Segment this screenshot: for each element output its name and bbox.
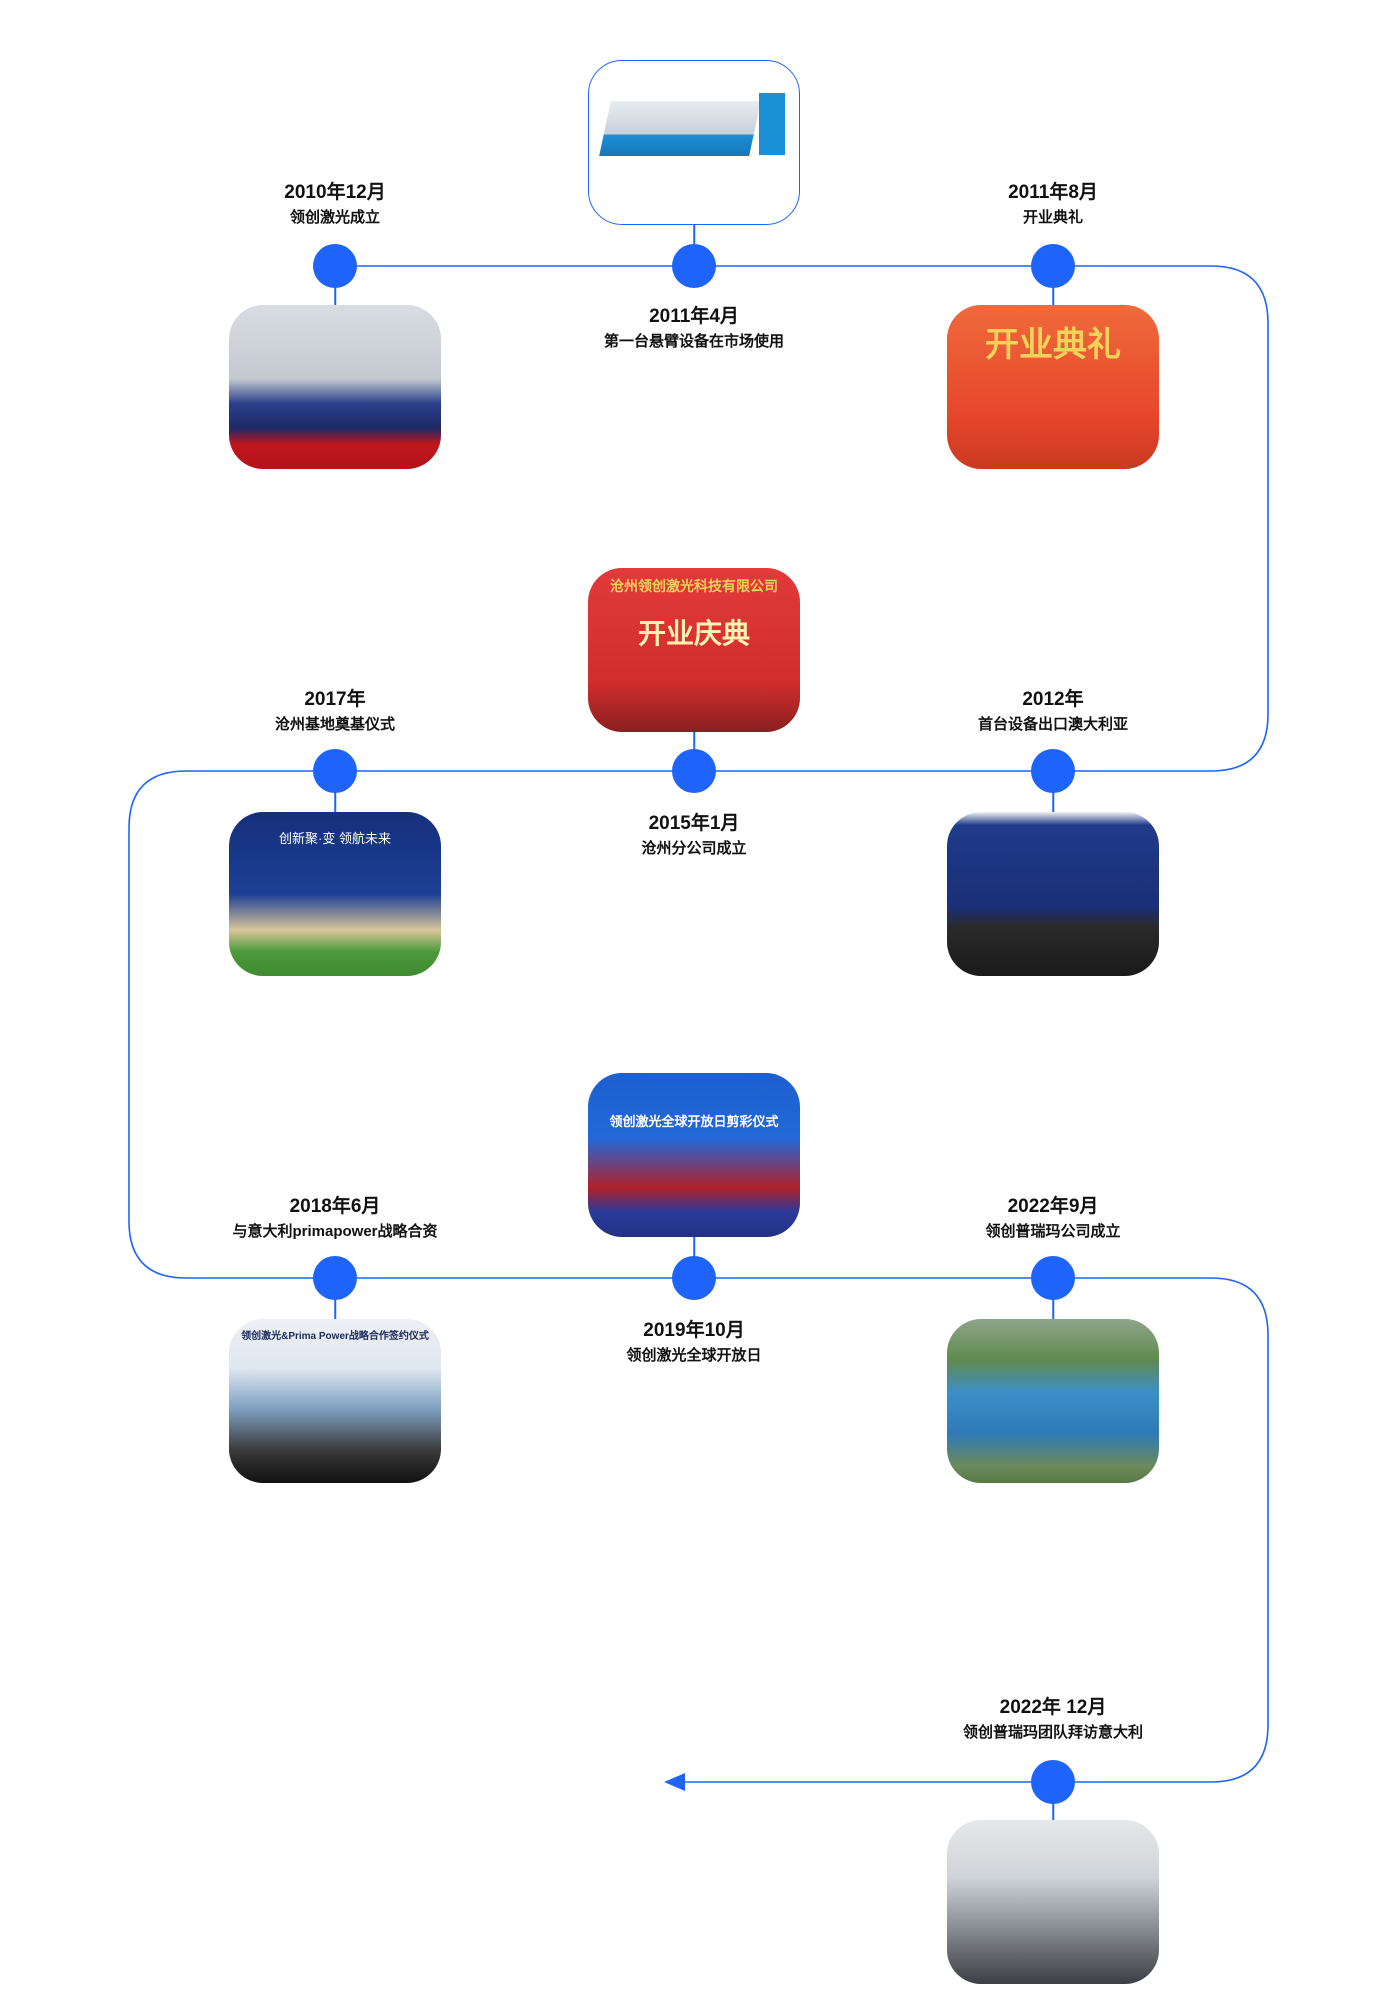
milestone-2022-09: 2022年9月 领创普瑞玛公司成立 (893, 1195, 1213, 1243)
milestone-date: 2017年 (304, 689, 366, 710)
milestone-2017: 2017年 沧州基地奠基仪式 (175, 688, 495, 736)
milestone-2018-06: 2018年6月 与意大利primapower战略合资 (175, 1195, 495, 1243)
timeline-dot (672, 244, 716, 288)
milestone-desc: 领创普瑞玛团队拜访意大利 (962, 1724, 1143, 1741)
photo-opening-ceremony: 开业典礼 (947, 305, 1159, 469)
milestone-date: 2012年 (1022, 689, 1084, 710)
photo-covered-truck (947, 812, 1159, 976)
milestone-desc: 第一台悬臂设备在市场使用 (603, 333, 784, 350)
milestone-2010-12: 2010年12月 领创激光成立 (175, 181, 495, 229)
milestone-date: 2011年4月 (649, 306, 739, 327)
milestone-2019-10: 2019年10月 领创激光全球开放日 (534, 1319, 854, 1367)
milestone-2015-01: 2015年1月 沧州分公司成立 (534, 812, 854, 860)
milestone-desc: 开业典礼 (1022, 209, 1083, 226)
timeline-dot (1031, 1760, 1075, 1804)
milestone-date: 2011年8月 (1008, 182, 1098, 203)
photo-groundbreaking: 创新聚·变 领航未来 (229, 812, 441, 976)
milestone-desc: 沧州分公司成立 (641, 840, 747, 857)
milestone-date: 2018年6月 (289, 1196, 381, 1217)
milestone-date: 2019年10月 (643, 1320, 745, 1341)
timeline-dot (672, 749, 716, 793)
timeline-dot (313, 1256, 357, 1300)
milestone-desc: 与意大利primapower战略合资 (232, 1223, 438, 1240)
timeline-dot (1031, 749, 1075, 793)
timeline-dot (672, 1256, 716, 1300)
photo-signing-ceremony: 领创激光&Prima Power战略合作签约仪式 (229, 1319, 441, 1483)
timeline-dot (313, 244, 357, 288)
milestone-date: 2010年12月 (284, 182, 386, 203)
milestone-date: 2022年9月 (1007, 1196, 1099, 1217)
milestone-desc: 领创激光全球开放日 (626, 1347, 762, 1364)
photo-ribbon-cutting (229, 305, 441, 469)
photo-open-day: 领创激光全球开放日剪彩仪式 (588, 1073, 800, 1237)
timeline-dot (313, 749, 357, 793)
milestone-desc: 首台设备出口澳大利亚 (977, 716, 1128, 733)
milestone-2011-08: 2011年8月 开业典礼 (893, 181, 1213, 229)
milestone-2011-04: 2011年4月 第一台悬臂设备在市场使用 (534, 305, 854, 353)
milestone-desc: 沧州基地奠基仪式 (274, 716, 395, 733)
milestone-date: 2015年1月 (648, 813, 740, 834)
timeline-dot (1031, 244, 1075, 288)
photo-factory-aerial (947, 1319, 1159, 1483)
photo-team-visit (947, 1820, 1159, 1984)
milestone-2012: 2012年 首台设备出口澳大利亚 (893, 688, 1213, 736)
timeline-dot (1031, 1256, 1075, 1300)
milestone-desc: 领创激光成立 (289, 209, 380, 226)
milestone-desc: 领创普瑞玛公司成立 (985, 1223, 1121, 1240)
photo-laser-cutting-machine (588, 60, 800, 225)
milestone-2022-12: 2022年 12月 领创普瑞玛团队拜访意大利 (893, 1696, 1213, 1744)
arrow-left-icon (664, 1773, 685, 1791)
photo-cangzhou-opening: 沧州领创激光科技有限公司 开业庆典 (588, 568, 800, 732)
milestone-date: 2022年 12月 (999, 1697, 1107, 1718)
